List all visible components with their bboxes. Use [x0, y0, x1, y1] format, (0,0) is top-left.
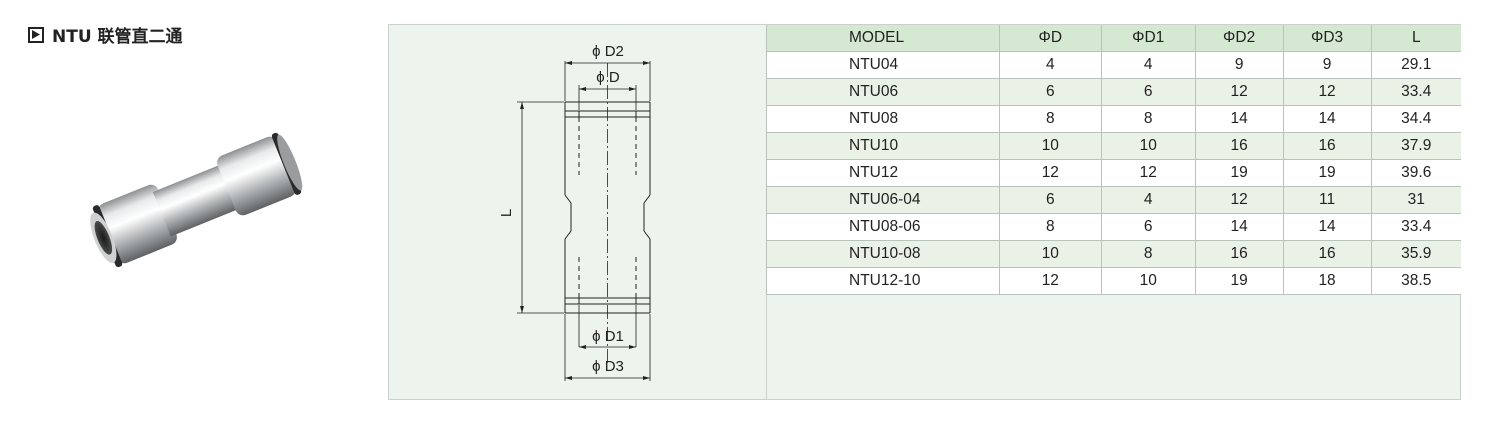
table-cell: 14 — [1194, 105, 1284, 133]
table-cell: 29.1 — [1370, 51, 1461, 79]
table-cell: 8 — [1100, 105, 1196, 133]
play-icon — [28, 26, 44, 43]
model-cell: NTU10 — [766, 132, 1000, 160]
table-cell: 35.9 — [1370, 240, 1461, 268]
table-cell: 39.6 — [1370, 159, 1461, 187]
table-cell: 8 — [998, 213, 1102, 241]
table-cell: 12 — [1194, 186, 1284, 214]
table-cell: 14 — [1194, 213, 1284, 241]
table-header-row: MODEL ΦD ΦD1 ΦD2 ΦD3 L — [766, 25, 1461, 52]
model-cell: NTU04 — [766, 51, 1000, 79]
table-cell: 6 — [998, 78, 1102, 106]
table-cell: 33.4 — [1370, 213, 1461, 241]
dimension-label-l: L — [498, 209, 515, 217]
table-cell: 16 — [1282, 240, 1372, 268]
column-header-d2: ΦD2 — [1194, 25, 1284, 52]
table-cell: 6 — [1100, 78, 1196, 106]
table-cell: 34.4 — [1370, 105, 1461, 133]
model-cell: NTU12 — [766, 159, 1000, 187]
table-cell: 8 — [1100, 240, 1196, 268]
table-cell: 12 — [998, 159, 1102, 187]
table-cell: 4 — [1100, 51, 1196, 79]
table-cell: 16 — [1194, 132, 1284, 160]
table-cell: 10 — [998, 240, 1102, 268]
table-cell: 10 — [1100, 132, 1196, 160]
table-cell: 4 — [998, 51, 1102, 79]
page-title: NTU 联管直二通 — [52, 27, 183, 47]
table-cell: 31 — [1370, 186, 1461, 214]
table-cell: 6 — [1100, 213, 1196, 241]
column-header-l: L — [1370, 25, 1461, 52]
table-row: NTU08-06 8 6 14 14 33.4 — [766, 213, 1461, 241]
model-cell: NTU10-08 — [766, 240, 1000, 268]
table-cell: 12 — [1282, 78, 1372, 106]
table-cell: 16 — [1194, 240, 1284, 268]
table-cell: 12 — [998, 267, 1102, 295]
table-cell: 19 — [1282, 159, 1372, 187]
dimension-label-d1: ϕ D1 — [592, 328, 624, 345]
dimension-label-d: ϕ D — [596, 69, 620, 86]
table-cell: 38.5 — [1370, 267, 1461, 295]
table-cell: 37.9 — [1370, 132, 1461, 160]
technical-drawing: ϕ D2 ϕ D L ϕ D1 ϕ D3 — [389, 25, 767, 399]
table-cell: 9 — [1194, 51, 1284, 79]
table-row: NTU12 12 12 19 19 39.6 — [766, 159, 1461, 187]
table-cell: 8 — [998, 105, 1102, 133]
model-cell: NTU06-04 — [766, 186, 1000, 214]
table-row: NTU08 8 8 14 14 34.4 — [766, 105, 1461, 133]
table-row: NTU04 4 4 9 9 29.1 — [766, 51, 1461, 79]
table-cell: 12 — [1194, 78, 1284, 106]
table-row: NTU06 6 6 12 12 33.4 — [766, 78, 1461, 106]
table-row: NTU06-04 6 4 12 11 31 — [766, 186, 1461, 214]
product-heading: NTU 联管直二通 — [28, 22, 183, 47]
table-cell: 14 — [1282, 105, 1372, 133]
table-cell: 33.4 — [1370, 78, 1461, 106]
table-cell: 10 — [1100, 267, 1196, 295]
column-header-model: MODEL — [766, 25, 1000, 52]
table-cell: 18 — [1282, 267, 1372, 295]
product-photo — [82, 120, 312, 285]
table-cell: 9 — [1282, 51, 1372, 79]
column-header-d1: ΦD1 — [1100, 25, 1196, 52]
dimension-label-d2: ϕ D2 — [592, 43, 624, 60]
table-cell: 6 — [998, 186, 1102, 214]
model-cell: NTU08 — [766, 105, 1000, 133]
model-cell: NTU12-10 — [766, 267, 1000, 295]
table-cell: 19 — [1194, 267, 1284, 295]
model-cell: NTU08-06 — [766, 213, 1000, 241]
column-header-d3: ΦD3 — [1282, 25, 1372, 52]
model-cell: NTU06 — [766, 78, 1000, 106]
table-row: NTU10 10 10 16 16 37.9 — [766, 132, 1461, 160]
table-cell: 11 — [1282, 186, 1372, 214]
table-cell: 16 — [1282, 132, 1372, 160]
table-cell: 4 — [1100, 186, 1196, 214]
table-cell: 10 — [998, 132, 1102, 160]
table-row: NTU12-10 12 10 19 18 38.5 — [766, 267, 1461, 295]
table-cell: 12 — [1100, 159, 1196, 187]
table-cell: 19 — [1194, 159, 1284, 187]
column-header-d: ΦD — [998, 25, 1102, 52]
table-cell: 14 — [1282, 213, 1372, 241]
spec-table: MODEL ΦD ΦD1 ΦD2 ΦD3 L NTU04 4 4 9 9 29.… — [766, 25, 1461, 295]
table-row: NTU10-08 10 8 16 16 35.9 — [766, 240, 1461, 268]
dimension-label-d3: ϕ D3 — [592, 358, 624, 375]
spec-panel: ϕ D2 ϕ D L ϕ D1 ϕ D3 MODEL ΦD ΦD1 ΦD2 ΦD… — [388, 24, 1461, 400]
